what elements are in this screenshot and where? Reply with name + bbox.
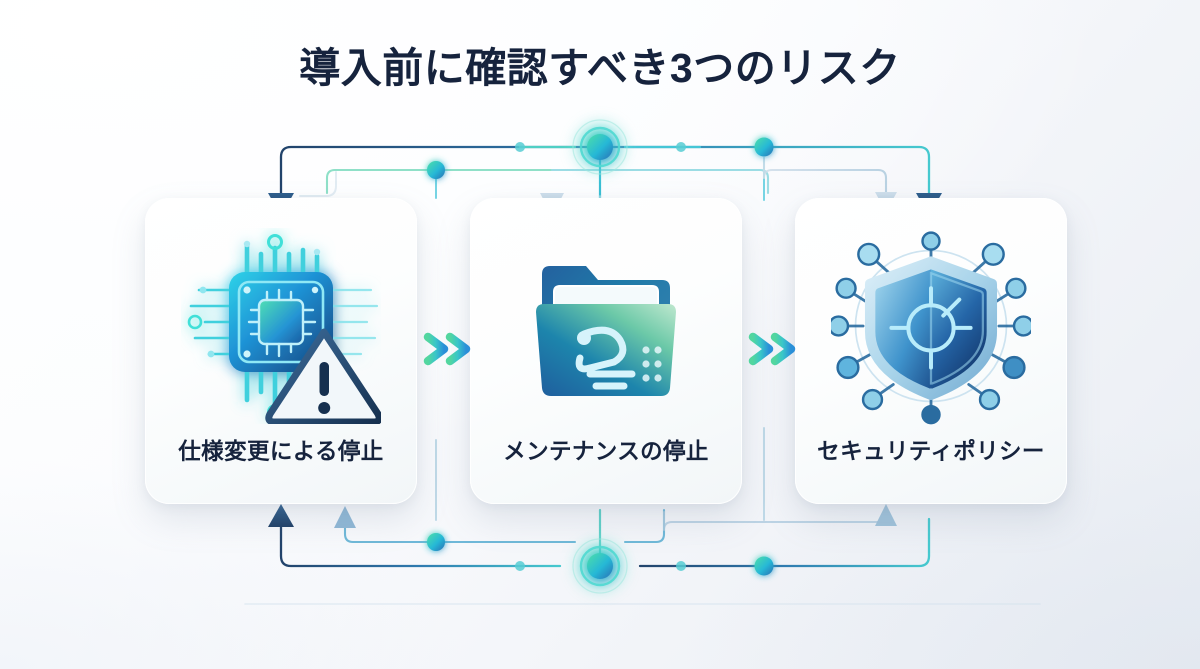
risk-card-2[interactable]: メンテナンスの停止 — [470, 198, 742, 504]
chevron-connector-2 — [745, 325, 799, 378]
network-node-small — [515, 142, 686, 571]
risk-card-3[interactable]: セキュリティポリシー — [795, 198, 1067, 504]
risk-card-1[interactable]: 仕様変更による停止 — [145, 198, 417, 504]
network-node — [427, 137, 774, 576]
hub-bottom — [572, 538, 628, 594]
maintenance-folder-icon — [506, 228, 706, 424]
security-shield-network-icon — [831, 228, 1031, 425]
cpu-chip-warning-icon — [181, 228, 381, 424]
warning-triangle-icon — [265, 328, 381, 424]
hub-top — [572, 119, 628, 175]
risk-card-3-label: セキュリティポリシー — [817, 439, 1045, 464]
risk-card-1-label: 仕様変更による停止 — [178, 439, 384, 464]
chevron-connector-1 — [420, 325, 474, 378]
page-title: 導入前に確認すべき3つのリスク — [299, 45, 901, 91]
risk-card-2-label: メンテナンスの停止 — [503, 439, 709, 464]
